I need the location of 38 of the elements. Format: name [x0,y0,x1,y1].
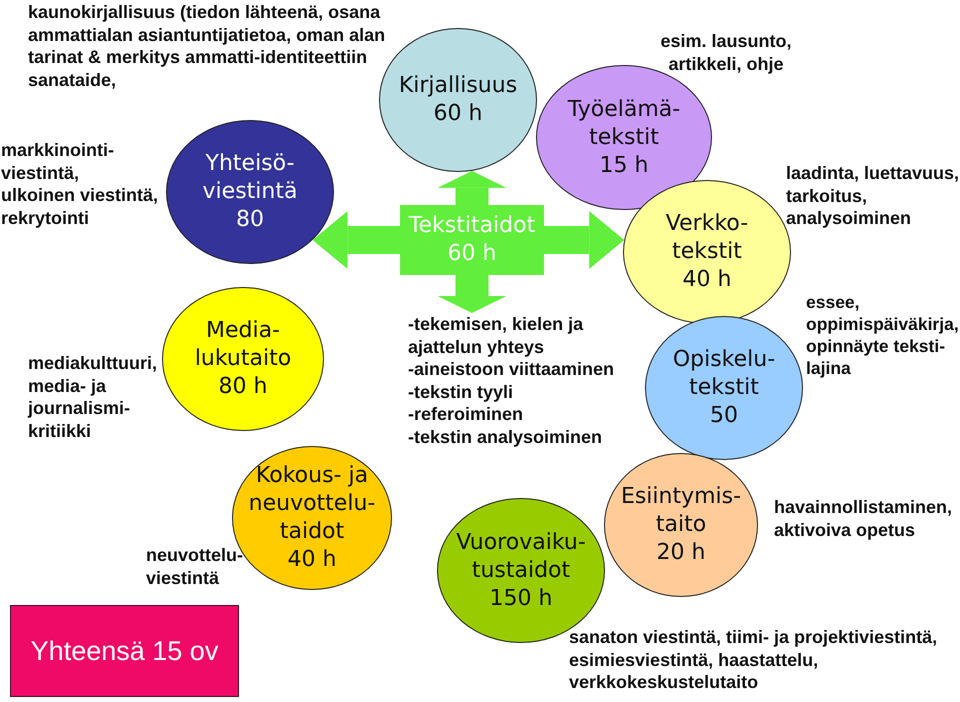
annotation-text: ulkoinen viestintä, rekrytointi [1,184,160,229]
annotation-text: esim. lausunto, artikkeli, ohje [659,30,793,75]
annotation-text: laadinta, luettavuus, tarkoitus, analysoiminen [786,162,960,230]
annotation-text: havainnollistaminen, aktivoiva opetus [774,496,954,541]
topic-name: Kirjallisuus [398,72,518,100]
annotation-text: neuvottelu- viestintä [146,544,244,589]
total-box [10,605,239,697]
hours-value: 20 h [656,539,706,567]
topic-name: Yhteisö- viestintä [202,150,298,206]
hours-value: 50 [709,402,739,430]
annotation-text: sanaton viestintä, tiimi- ja projektiviestintä, esimiesviestintä, haastattelu, verkkokeskustelutaito [569,626,938,694]
topic-name: Opiskelu- tekstit [672,346,776,402]
hours-value: 15 h [598,152,650,180]
topic-name: Työelämä- tekstit [566,96,682,152]
list-item: -aineistoon viittaaminen [408,358,616,380]
total-text: Yhteensä 15 ov [30,635,218,667]
topic-name: Kokous- ja neuvottelu- taidot [248,462,376,546]
hours-value: 60 h [446,240,498,268]
center-block [400,205,544,275]
topic-name: Tekstitaidot [408,212,536,240]
annotation-text: mediakulttuuri, media- ja journalismi- kritiikki [28,352,158,442]
list-item: -tekstin analysoiminen [408,426,604,448]
list-item: -tekstin tyyli [408,380,514,403]
list-item: -tekemisen, kielen ja ajattelun yhteys [408,313,584,358]
hours-value: 150 h [488,584,554,612]
annotation-text: essee, oppimispäiväkirja, opinnäyte teksti- lajina [806,291,960,379]
hours-value: 40 h [286,546,338,574]
hours-value: 80 h [218,373,268,401]
topic-name: Esiintymis- taito [620,483,742,539]
hours-value: 40 h [682,266,732,294]
topic-name: Vuorovaiku- tustaidot [455,528,587,584]
topic-name: Media- lukutaito [194,317,292,373]
annotation-text: kaunokirjallisuus (tiedon lähteenä, osana ammattialan asiantuntijatietoa, oman alan tarinat & merkitys ammatti-identiteettiin sanataide, [28,1,386,91]
block-arrow [312,211,400,269]
hours-value: 80 [235,206,265,234]
topic-name: Verkko- tekstit [664,210,750,266]
hours-value: 60 h [432,100,484,128]
list-item: -referoiminen [408,403,524,426]
